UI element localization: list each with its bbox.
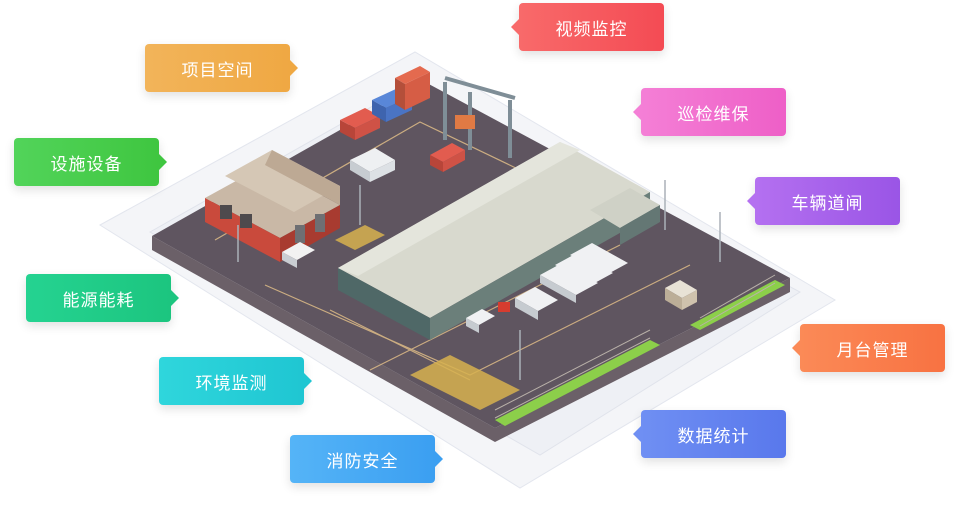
tag-inspection-maintenance[interactable]: 巡检维保 [633, 88, 786, 136]
pointer-arrow [633, 426, 641, 442]
hatched-zone [335, 225, 385, 250]
tag-environment-monitoring[interactable]: 环境监测 [159, 357, 312, 405]
tag-label: 环境监测 [195, 373, 268, 394]
tag-vehicle-gate[interactable]: 车辆道闸 [747, 177, 900, 225]
pointer-arrow [290, 60, 298, 76]
pointer-arrow [747, 193, 755, 209]
tag-label: 月台管理 [836, 340, 909, 361]
tag-label: 车辆道闸 [791, 193, 864, 214]
tag-label: 消防安全 [326, 451, 399, 472]
gantry-crane [443, 76, 516, 158]
tag-label: 设施设备 [50, 154, 123, 175]
guard-house [665, 280, 697, 310]
tag-facilities[interactable]: 设施设备 [14, 138, 167, 186]
truck [282, 242, 315, 268]
tag-label: 巡检维保 [677, 104, 750, 125]
hatched-zone [410, 355, 520, 410]
tag-label: 数据统计 [677, 426, 750, 447]
tag-project-space[interactable]: 项目空间 [145, 44, 298, 92]
pointer-arrow [171, 290, 179, 306]
truck [350, 148, 395, 182]
tag-dock-management[interactable]: 月台管理 [792, 324, 945, 372]
tag-video-monitoring[interactable]: 视频监控 [511, 3, 664, 51]
pointer-arrow [633, 104, 641, 120]
main-warehouse [338, 142, 660, 340]
pointer-arrow [159, 154, 167, 170]
tag-fire-safety[interactable]: 消防安全 [290, 435, 443, 483]
tag-energy-consumption[interactable]: 能源能耗 [26, 274, 179, 322]
tag-label: 项目空间 [181, 60, 254, 81]
pointer-arrow [792, 340, 800, 356]
tag-label: 能源能耗 [62, 290, 135, 311]
container-stack [340, 66, 465, 172]
pointer-arrow [511, 19, 519, 35]
pointer-arrow [435, 451, 443, 467]
pointer-arrow [304, 373, 312, 389]
green-strip [495, 340, 660, 426]
tag-label: 视频监控 [555, 19, 628, 40]
tag-data-statistics[interactable]: 数据统计 [633, 410, 786, 458]
dock-trucks [466, 243, 628, 333]
